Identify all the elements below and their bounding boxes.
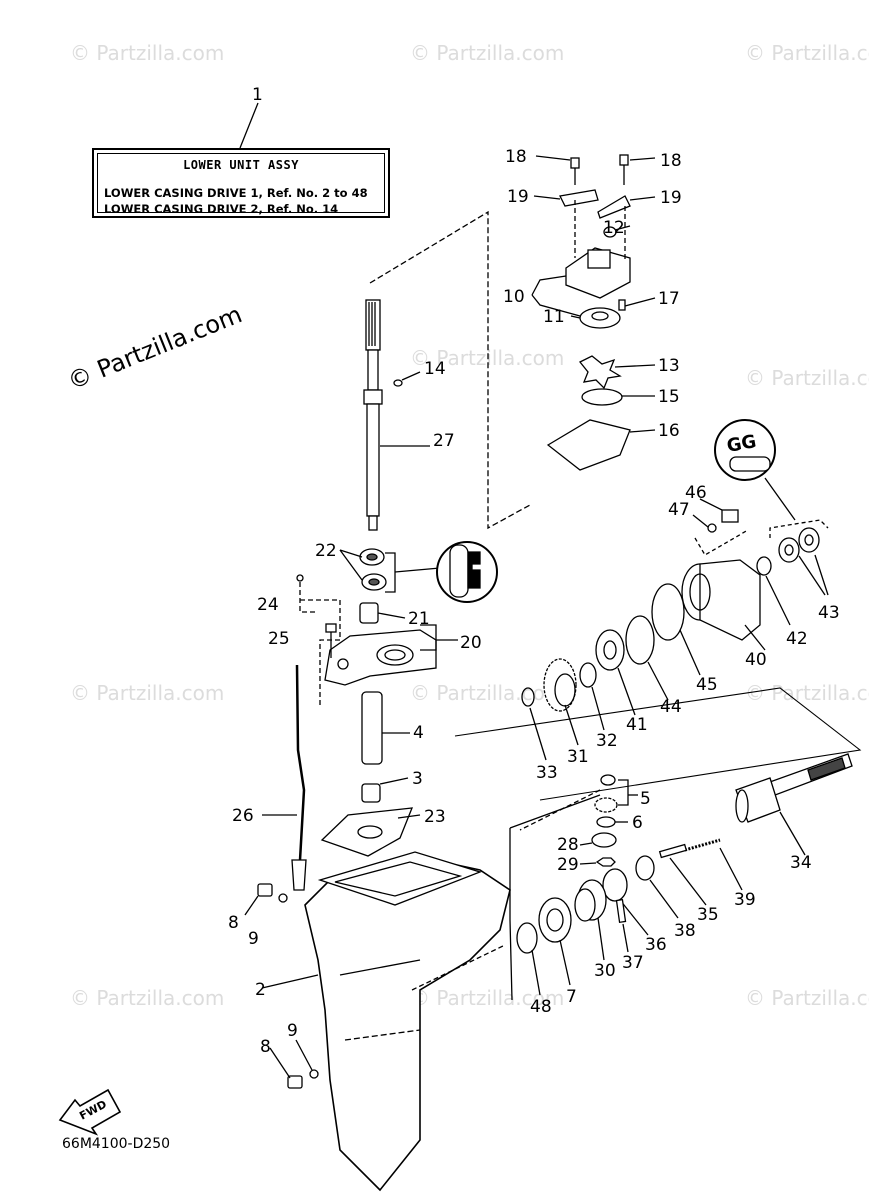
part-number: 19 bbox=[660, 188, 682, 208]
water-pump bbox=[546, 154, 631, 471]
part-number: 5 bbox=[640, 789, 651, 809]
part-number: 27 bbox=[433, 431, 455, 451]
part-number: 18 bbox=[660, 151, 682, 171]
part-number: 33 bbox=[536, 763, 558, 783]
assembly-title: LOWER UNIT ASSY bbox=[183, 158, 299, 172]
part-number: 41 bbox=[626, 715, 648, 735]
part-number: 9 bbox=[287, 1021, 298, 1041]
forward-gear bbox=[543, 658, 577, 712]
part-number: 40 bbox=[745, 650, 767, 670]
part-number: 13 bbox=[658, 356, 680, 376]
bushing bbox=[359, 602, 379, 624]
diagram-code: 66M4100-D250 bbox=[62, 1136, 171, 1152]
watermark: © Partzilla.com bbox=[410, 681, 564, 705]
drive-shaft bbox=[363, 299, 383, 531]
part-number: 3 bbox=[412, 769, 423, 789]
assembly-label-box: LOWER UNIT ASSY LOWER CASING DRIVE 1, Re… bbox=[92, 148, 390, 218]
watermark: © Partzilla.com bbox=[410, 346, 564, 370]
grommet bbox=[361, 783, 381, 803]
part-number: 26 bbox=[232, 806, 254, 826]
watermark-large: © Partzilla.com bbox=[64, 300, 246, 395]
sealant-callout-icon bbox=[436, 541, 498, 603]
part-number: 7 bbox=[566, 987, 577, 1007]
part-number: 42 bbox=[786, 629, 808, 649]
propeller-housing bbox=[681, 559, 761, 641]
part-number: 44 bbox=[660, 697, 682, 717]
lower-casing bbox=[304, 851, 511, 1192]
part-number: 43 bbox=[818, 603, 840, 623]
part-number: 19 bbox=[507, 187, 529, 207]
watermark: © Partzilla.com bbox=[745, 986, 869, 1010]
part-number: 48 bbox=[530, 997, 552, 1017]
part-number: 11 bbox=[543, 307, 565, 327]
part-number: 37 bbox=[622, 953, 644, 973]
part-number: 45 bbox=[696, 675, 718, 695]
part-number: 8 bbox=[228, 913, 239, 933]
part-number: 17 bbox=[658, 289, 680, 309]
part-number: 6 bbox=[632, 813, 643, 833]
pin bbox=[393, 379, 403, 387]
part-number: 18 bbox=[505, 147, 527, 167]
part-number: 2 bbox=[255, 980, 266, 1000]
part-number: 47 bbox=[668, 500, 690, 520]
group-outline bbox=[369, 210, 531, 530]
watermark: © Partzilla.com bbox=[745, 681, 869, 705]
watermark: © Partzilla.com bbox=[410, 41, 564, 65]
seal-label: GG bbox=[725, 431, 758, 457]
part-number: 4 bbox=[413, 723, 424, 743]
part-number: 46 bbox=[685, 483, 707, 503]
part-number: 15 bbox=[658, 387, 680, 407]
part-number: 35 bbox=[697, 905, 719, 925]
watermark: © Partzilla.com bbox=[70, 986, 224, 1010]
watermark: © Partzilla.com bbox=[745, 41, 869, 65]
part-number: 21 bbox=[408, 609, 430, 629]
part-number: 24 bbox=[257, 595, 279, 615]
part-number: 31 bbox=[567, 747, 589, 767]
part-number: 29 bbox=[557, 855, 579, 875]
assembly-label-frame bbox=[97, 153, 385, 213]
part-number: 36 bbox=[645, 935, 667, 955]
part-number: 9 bbox=[248, 929, 259, 949]
part-number: 20 bbox=[460, 633, 482, 653]
part-number: 8 bbox=[260, 1037, 271, 1057]
part-number: 22 bbox=[315, 541, 337, 561]
part-number: 28 bbox=[557, 835, 579, 855]
part-number: 34 bbox=[790, 853, 812, 873]
part-number: 25 bbox=[268, 629, 290, 649]
watermark: © Partzilla.com bbox=[70, 681, 224, 705]
part-number-labels: 1 18 18 19 19 12 10 17 11 13 15 16 14 27… bbox=[228, 85, 840, 1057]
assembly-line-1: LOWER CASING DRIVE 1, Ref. No. 2 to 48 bbox=[104, 186, 368, 200]
watermark: © Partzilla.com bbox=[70, 41, 224, 65]
water-tube bbox=[361, 691, 383, 765]
part-number: 12 bbox=[603, 218, 625, 238]
propeller-shaft bbox=[735, 753, 853, 823]
part-number: 16 bbox=[658, 421, 680, 441]
part-number: 14 bbox=[424, 359, 446, 379]
part-number: 38 bbox=[674, 921, 696, 941]
watermark: © Partzilla.com bbox=[745, 366, 869, 390]
part-number: 39 bbox=[734, 890, 756, 910]
part-number: 23 bbox=[424, 807, 446, 827]
shift-rod bbox=[295, 664, 306, 861]
part-number: 10 bbox=[503, 287, 525, 307]
part-number: 30 bbox=[594, 961, 616, 981]
fwd-arrow-icon bbox=[58, 1088, 122, 1136]
part-number: 1 bbox=[252, 85, 263, 105]
assembly-line-2: LOWER CASING DRIVE 2, Ref. No. 14 bbox=[104, 202, 339, 216]
bearing-pair bbox=[339, 548, 441, 593]
bearing-housing bbox=[324, 629, 437, 686]
gasket bbox=[320, 807, 414, 857]
leader-line bbox=[239, 102, 259, 149]
part-number: 32 bbox=[596, 731, 618, 751]
